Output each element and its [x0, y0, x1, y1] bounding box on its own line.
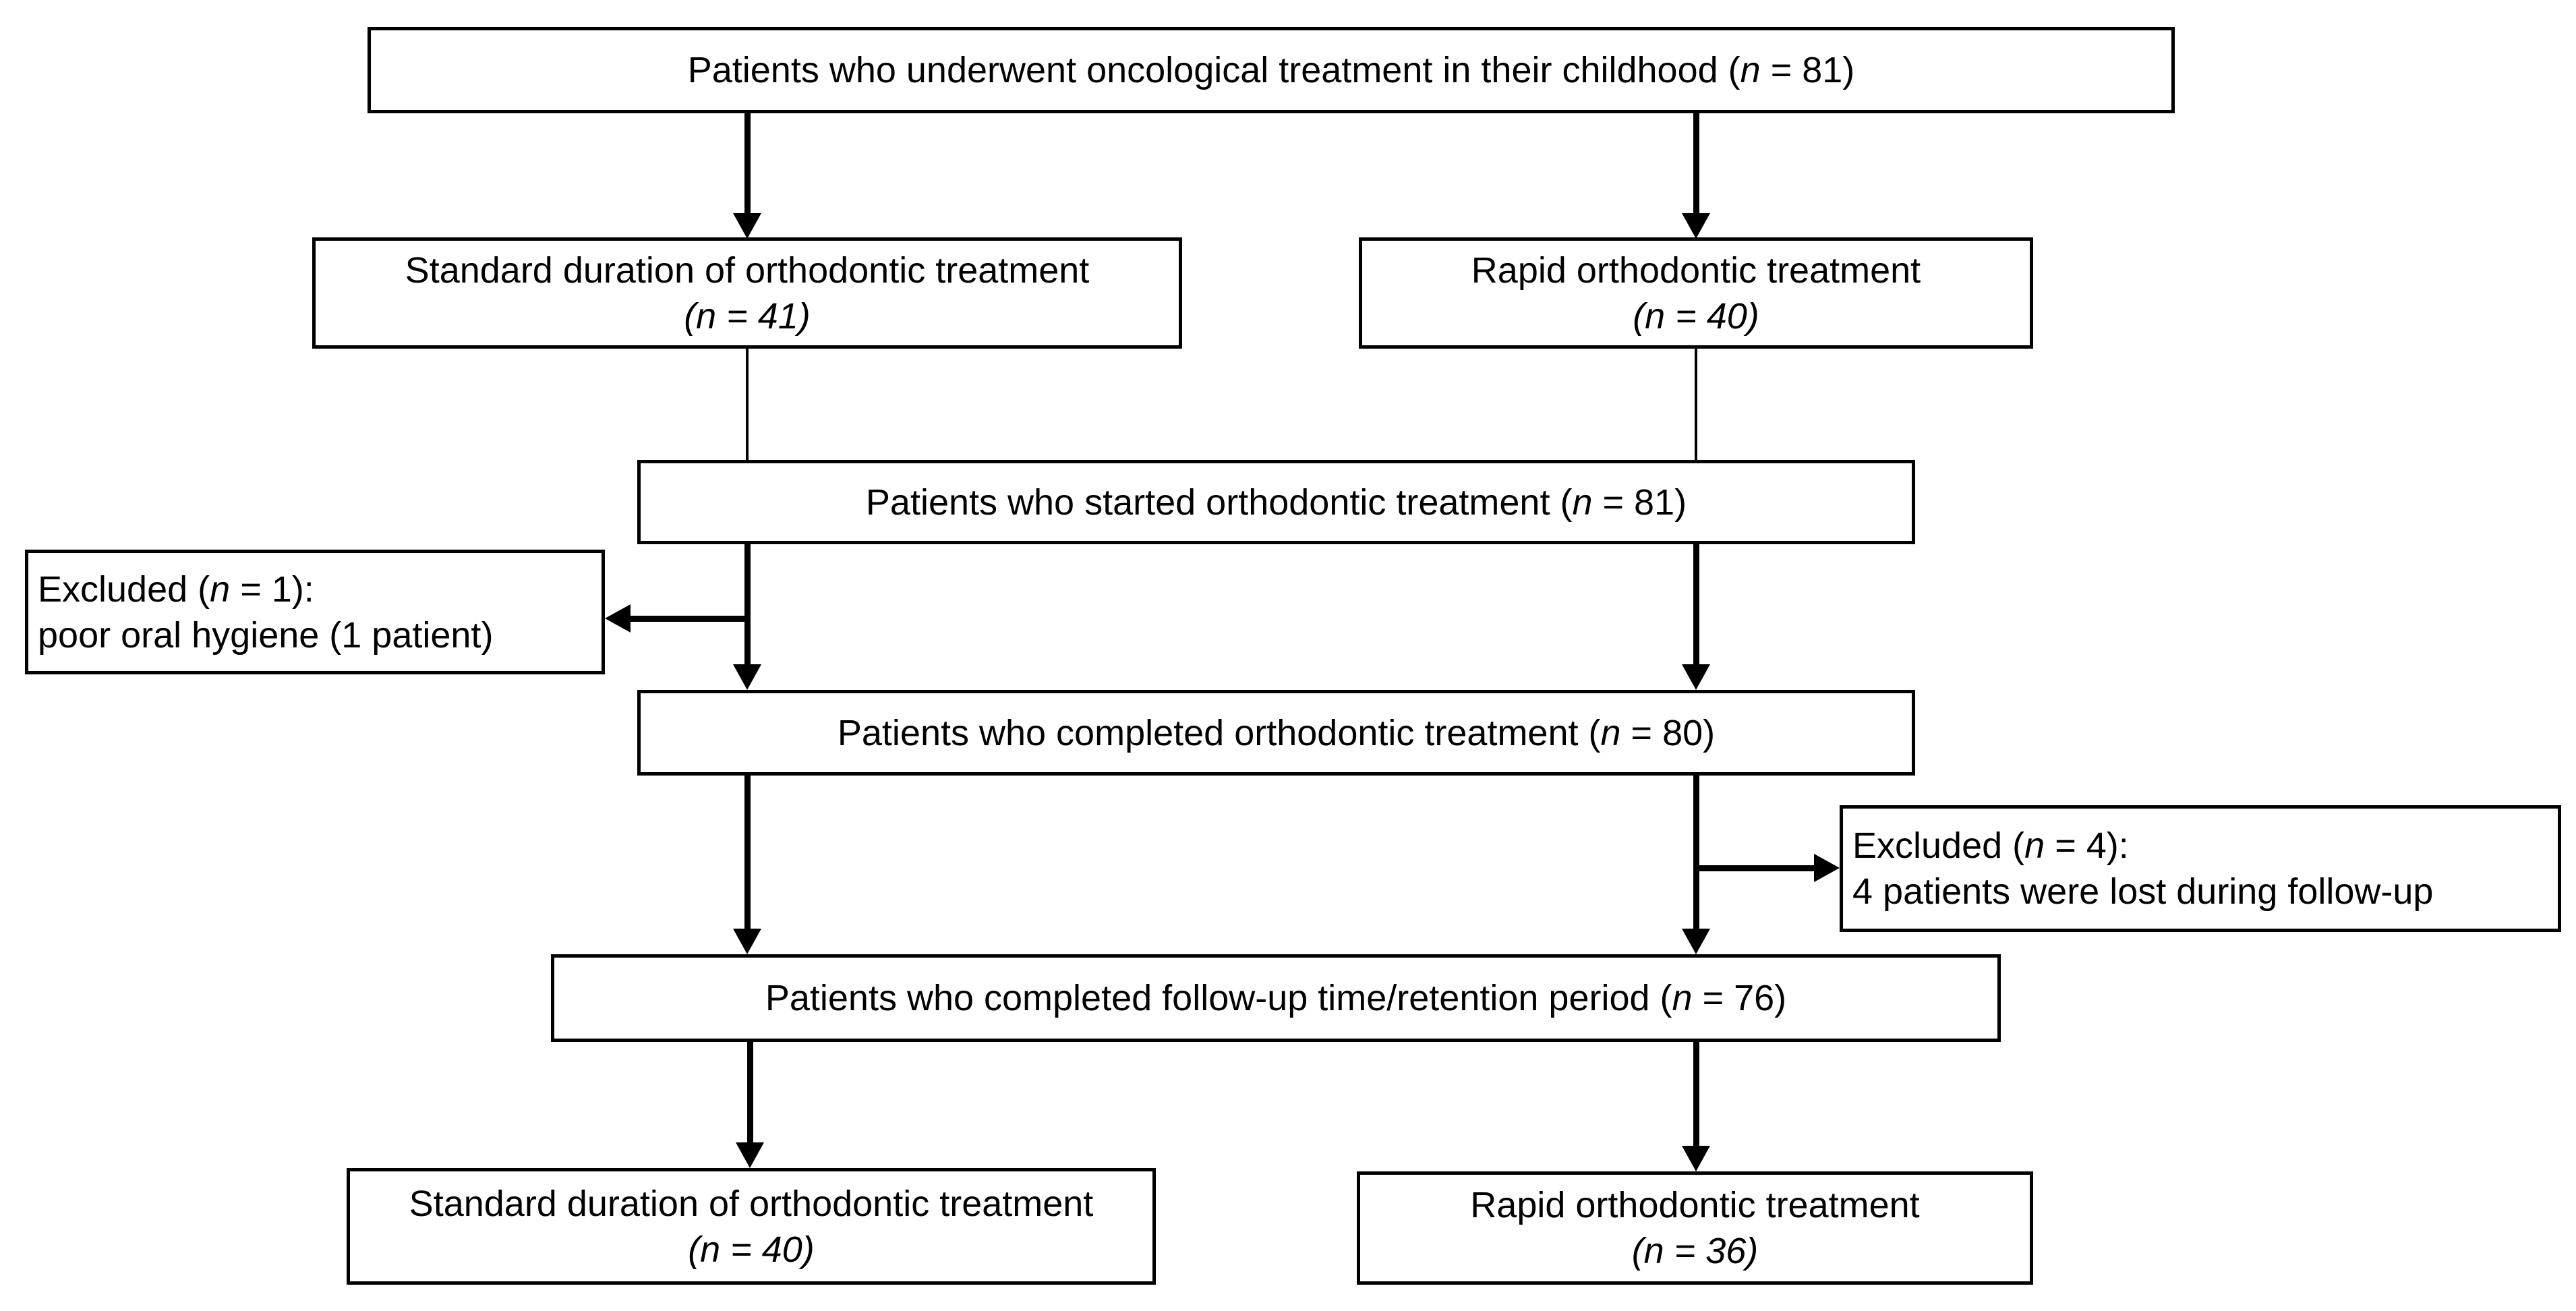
box-excluded-hygiene-line1: Excluded (n = 1):	[38, 566, 314, 612]
arrowhead-started-to-completed-right	[1682, 664, 1710, 690]
box-excluded-followup-line1: Excluded (n = 4):	[1852, 823, 2129, 869]
label-text: = 81)	[1760, 50, 1855, 90]
label-n-italic: n	[1600, 712, 1621, 753]
box-excluded-lost-followup: Excluded (n = 4): 4 patients were lost d…	[1840, 805, 2561, 932]
box-oncological-patients-label: Patients who underwent oncological treat…	[688, 47, 1855, 93]
connector-branch-to-excluded-followup	[1696, 865, 1815, 871]
connector-top-to-rapid	[1693, 113, 1699, 216]
arrowhead-top-to-rapid	[1682, 213, 1710, 239]
box-standard-initial-line1: Standard duration of orthodontic treatme…	[405, 250, 1090, 291]
box-excluded-oral-hygiene: Excluded (n = 1): poor oral hygiene (1 p…	[25, 550, 605, 674]
box-excluded-followup-line2: 4 patients were lost during follow-up	[1852, 871, 2434, 912]
label-n-italic: n	[2024, 825, 2045, 866]
label-n-italic: n	[1672, 978, 1693, 1018]
arrowhead-to-excluded-hygiene	[605, 604, 631, 633]
label-text: = 1):	[230, 569, 314, 610]
connector-started-to-completed-right	[1693, 543, 1699, 667]
box-started-treatment: Patients who started orthodontic treatme…	[637, 460, 1915, 544]
box-rapid-initial-line2: (n = 40)	[1633, 295, 1759, 337]
connector-standard-to-started	[746, 347, 749, 460]
box-standard-final-line1: Standard duration of orthodontic treatme…	[409, 1183, 1094, 1224]
label-n-italic: n	[1740, 50, 1761, 90]
arrowhead-to-excluded-followup	[1814, 854, 1840, 882]
label-text: = 80)	[1620, 712, 1716, 753]
connector-completed-to-followup-left	[744, 776, 751, 930]
arrowhead-started-to-completed-left	[733, 664, 761, 690]
box-excluded-hygiene-line2: poor oral hygiene (1 patient)	[38, 614, 494, 656]
box-rapid-treatment-final: Rapid orthodontic treatment (n = 36)	[1357, 1171, 2033, 1285]
label-text: Excluded (	[1852, 825, 2025, 866]
arrowhead-completed-to-followup-right	[1682, 929, 1710, 954]
box-started-treatment-label: Patients who started orthodontic treatme…	[866, 479, 1687, 525]
label-text: = 81)	[1592, 482, 1687, 523]
box-rapid-final-line1: Rapid orthodontic treatment	[1470, 1185, 1920, 1225]
box-rapid-treatment-initial: Rapid orthodontic treatment (n = 40)	[1359, 237, 2033, 349]
box-completed-treatment: Patients who completed orthodontic treat…	[637, 690, 1915, 776]
connector-branch-to-excluded-hygiene	[627, 616, 751, 622]
box-standard-treatment-final: Standard duration of orthodontic treatme…	[347, 1168, 1156, 1285]
box-standard-treatment-initial: Standard duration of orthodontic treatme…	[312, 237, 1182, 349]
box-standard-initial-line2: (n = 41)	[684, 295, 811, 337]
box-rapid-final-line2: (n = 36)	[1631, 1231, 1759, 1271]
box-followup-label: Patients who completed follow-up time/re…	[765, 975, 1786, 1021]
box-completed-treatment-label: Patients who completed orthodontic treat…	[838, 710, 1715, 756]
connector-followup-to-standard-final	[747, 1042, 753, 1144]
label-text: Patients who started orthodontic treatme…	[865, 482, 1573, 523]
connector-completed-to-followup-right	[1693, 776, 1699, 930]
label-text: = 4):	[2045, 825, 2129, 866]
box-rapid-initial-line1: Rapid orthodontic treatment	[1471, 250, 1921, 291]
label-text: Patients who underwent oncological treat…	[687, 50, 1740, 90]
label-text: Patients who completed follow-up time/re…	[765, 978, 1672, 1018]
label-n-italic: n	[1572, 482, 1593, 523]
arrowhead-followup-to-standard-final	[736, 1142, 764, 1168]
connector-rapid-to-started	[1695, 347, 1697, 460]
box-completed-followup-period: Patients who completed follow-up time/re…	[551, 954, 2001, 1042]
connector-started-to-completed-left	[744, 543, 751, 667]
connector-followup-to-rapid-final	[1693, 1042, 1699, 1147]
connector-top-to-standard	[744, 113, 751, 216]
label-text: = 76)	[1692, 978, 1787, 1018]
label-text: Excluded (	[38, 569, 210, 610]
arrowhead-top-to-standard	[733, 213, 761, 239]
box-standard-final-line2: (n = 40)	[688, 1229, 815, 1270]
arrowhead-completed-to-followup-left	[733, 929, 761, 954]
label-text: Patients who completed orthodontic treat…	[837, 712, 1601, 753]
arrowhead-followup-to-rapid-final	[1682, 1146, 1710, 1171]
label-n-italic: n	[210, 569, 231, 610]
box-oncological-patients: Patients who underwent oncological treat…	[368, 27, 2175, 113]
